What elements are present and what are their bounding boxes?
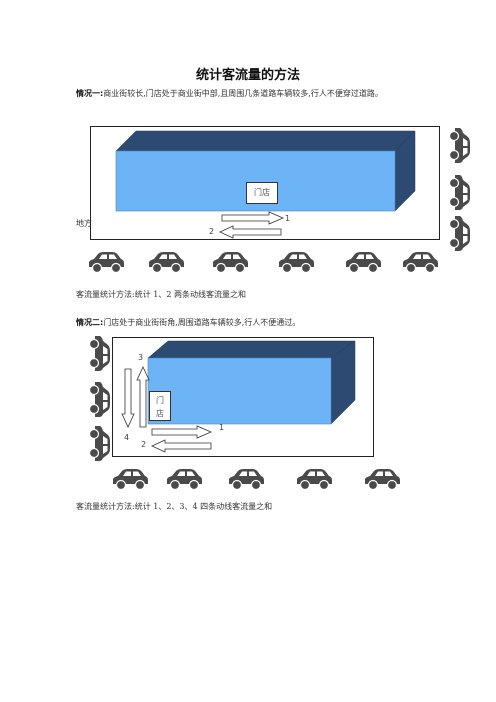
car-icon (226, 467, 266, 491)
arrow-left-icon (219, 225, 282, 239)
case1-building (115, 130, 416, 212)
car-icon (444, 126, 472, 166)
case1-description: 情况一:商业街较长,门店处于商业街中部,且周围几条道路车辆较多,行人不便穿过道路… (76, 88, 383, 99)
car-icon (210, 250, 250, 274)
car-icon (110, 467, 150, 491)
case1-line-2-label: 2 (209, 227, 215, 236)
case1-label: 情况一: (76, 89, 104, 98)
case1-diagram-frame: 门店 1 2 (90, 126, 440, 240)
car-icon (444, 214, 472, 254)
car-icon (400, 250, 440, 274)
case2-building (147, 340, 356, 425)
car-icon (86, 250, 126, 274)
car-icon (84, 380, 112, 420)
case2-label: 情况二: (76, 318, 104, 327)
case2-summary: 客流量统计方法:统计 1、2、3、4 四条动线客流量之和 (76, 502, 273, 511)
case2-line-2-label: 2 (141, 440, 147, 449)
car-icon (444, 173, 472, 213)
case1-desc-text: 商业街较长,门店处于商业街中部,且周围几条道路车辆较多,行人不便穿过道路。 (103, 89, 383, 98)
page-title: 统计客流量的方法 (195, 68, 300, 83)
car-icon (294, 467, 334, 491)
car-icon (343, 250, 383, 274)
case2-desc-text: 门店处于商业街街角,周围道路车辆较多,行人不便通过。 (103, 318, 301, 327)
case1-summary: 客流量统计方法:统计 1、2 两条动线客流量之和 (76, 290, 246, 299)
case2-store-label-top: 门 (156, 396, 164, 405)
car-icon (362, 467, 402, 491)
case2-line-3-label: 3 (138, 353, 144, 362)
arrow-right-icon (221, 211, 285, 225)
case2-store-label-bottom: 店 (156, 409, 164, 418)
case1-side-label: 地方 (76, 219, 92, 228)
case2-diagram-frame: 门 店 3 4 1 2 (112, 337, 374, 457)
arrow-up-icon (136, 366, 150, 428)
case2-line-4-label: 4 (124, 433, 130, 442)
case1-line-1-label: 1 (285, 214, 291, 223)
car-icon (84, 424, 112, 464)
car-icon (164, 467, 204, 491)
arrow-down-icon (121, 368, 135, 428)
car-icon (84, 334, 112, 374)
case2-store-label: 门 店 (149, 391, 171, 421)
arrow-left-icon (151, 439, 212, 453)
case2-description: 情况二:门店处于商业街街角,周围道路车辆较多,行人不便通过。 (76, 317, 300, 328)
car-icon (146, 250, 186, 274)
case2-line-1-label: 1 (219, 423, 225, 432)
car-icon (276, 250, 316, 274)
arrow-right-icon (151, 425, 213, 439)
case1-store-label: 门店 (246, 182, 278, 204)
